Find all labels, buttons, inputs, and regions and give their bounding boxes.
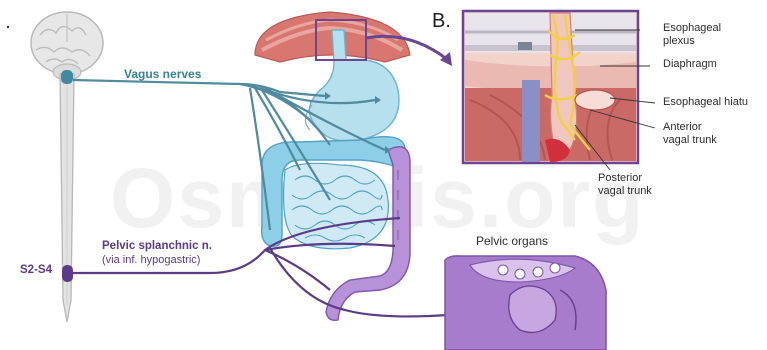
label-esophageal-plexus-line2: plexus (663, 35, 695, 48)
label-anterior-vagal-trunk-line1: Anterior (663, 121, 702, 134)
panel-b-letter: B. (432, 10, 451, 33)
label-esophageal-hiatus: Esophageal hiatu (663, 96, 748, 109)
label-pelvic-organs: Pelvic organs (476, 235, 548, 249)
brain (31, 12, 103, 80)
label-s2-s4: S2-S4 (20, 264, 52, 277)
label-via-hypogastric: (via inf. hypogastric) (102, 254, 200, 267)
spinal-cord (60, 70, 74, 322)
pelvic-organs (445, 256, 606, 350)
label-esophageal-plexus-line1: Esophageal (663, 22, 721, 35)
label-posterior-vagal-trunk-line2: vagal trunk (598, 185, 652, 198)
label-vagus-nerves: Vagus nerves (124, 68, 201, 82)
label-anterior-vagal-trunk-line2: vagal trunk (663, 134, 717, 147)
panel-b-inset (463, 11, 655, 170)
label-posterior-vagal-trunk-line1: Posterior (598, 172, 642, 185)
stray-dot (7, 26, 9, 28)
label-pelvic-splanchnic: Pelvic splanchnic n. (102, 240, 212, 253)
label-diaphragm: Diaphragm (663, 58, 717, 71)
intestines (262, 137, 410, 321)
